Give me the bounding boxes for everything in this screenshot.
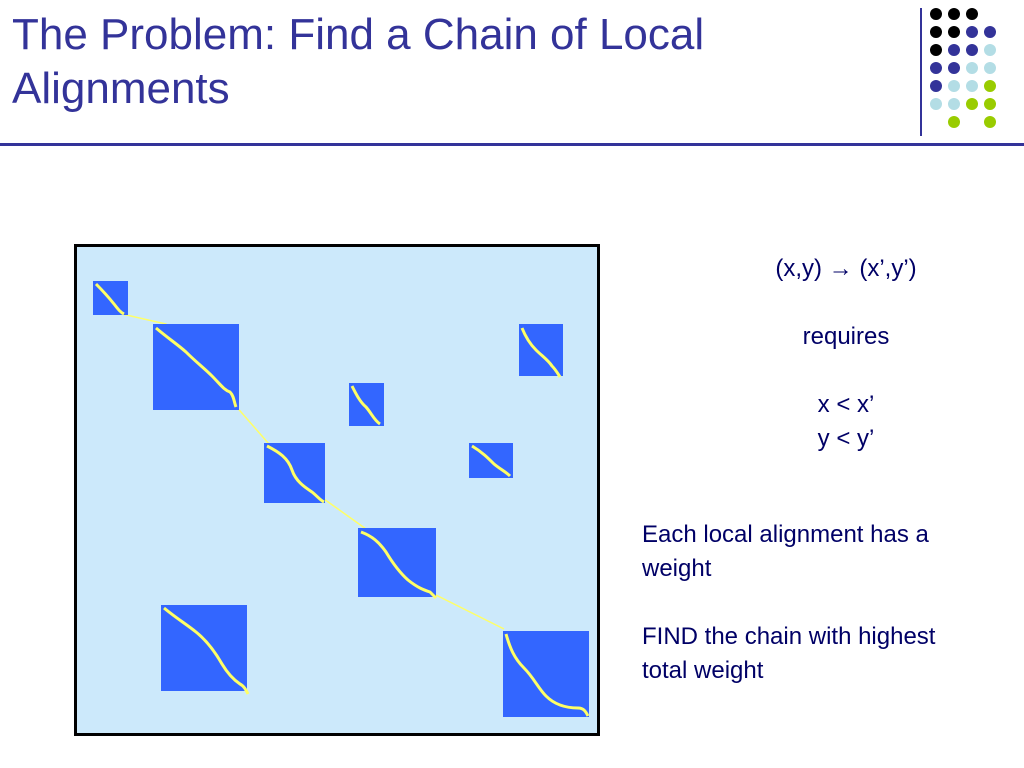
alignment-path (94, 282, 125, 316)
decor-dot (966, 62, 978, 74)
decor-dot (966, 26, 978, 38)
decor-dot (948, 44, 960, 56)
local-alignment-7 (358, 528, 438, 600)
alignment-block (358, 528, 436, 597)
decor-dot (948, 62, 960, 74)
title-line-1: The Problem: Find a Chain of Local (12, 10, 705, 59)
decor-dot (930, 98, 942, 110)
alignment-path (155, 326, 238, 408)
alignment-path (266, 444, 325, 504)
decor-dot (948, 116, 960, 128)
constraint-requires: requires (802, 323, 890, 350)
decor-dot (984, 62, 996, 74)
decorative-dot-grid (930, 8, 996, 128)
decor-dot (948, 26, 960, 38)
constraint-y: y < y’ (817, 425, 875, 452)
constraint-mapping: (x,y) → (x’,y’) (775, 255, 917, 282)
local-alignment-8 (161, 605, 250, 695)
alignment-block (503, 631, 589, 717)
decor-dot (930, 26, 942, 38)
weight-note-line-2: weight (642, 555, 712, 582)
goal-note: FIND the chain with highest total weight (642, 620, 1002, 688)
decor-dot (948, 8, 960, 20)
goal-note-line-2: total weight (642, 657, 764, 684)
local-alignment-5 (264, 443, 325, 504)
title-line-2: Alignments (12, 64, 230, 113)
weight-note-line-1: Each local alignment has a (642, 521, 929, 548)
decor-dot (984, 26, 996, 38)
alignment-matrix-diagram (74, 244, 600, 736)
decor-dot (984, 116, 996, 128)
alignment-block (519, 324, 563, 376)
slide-title: The Problem: Find a Chain of Local Align… (12, 8, 892, 116)
constraint-x: x < x’ (817, 391, 875, 418)
goal-note-line-1: FIND the chain with highest (642, 623, 936, 650)
decor-dot (930, 80, 942, 92)
local-alignment-9 (503, 631, 590, 717)
decor-dot (966, 8, 978, 20)
decor-dot (948, 98, 960, 110)
decor-dot (966, 98, 978, 110)
local-alignment-4 (519, 324, 563, 378)
title-underline (0, 143, 1024, 146)
header-vertical-rule (920, 8, 922, 136)
local-alignment-2 (153, 324, 239, 410)
weight-note: Each local alignment has a weight (642, 518, 1002, 586)
alignment-path (350, 385, 381, 426)
decor-dot (930, 44, 942, 56)
decor-dot (930, 62, 942, 74)
decor-dot (984, 98, 996, 110)
alignment-path (520, 327, 562, 378)
local-alignment-1 (93, 281, 128, 316)
decor-dot (966, 44, 978, 56)
alignment-path (471, 444, 512, 478)
decor-dot (966, 80, 978, 92)
decor-dot (984, 44, 996, 56)
local-alignment-3 (349, 383, 384, 426)
decor-dot (930, 8, 942, 20)
alignment-path (504, 633, 590, 717)
alignment-path (360, 530, 438, 600)
alignment-path (163, 606, 250, 695)
decor-dot (948, 80, 960, 92)
local-alignment-6 (469, 443, 513, 478)
decor-dot (984, 80, 996, 92)
